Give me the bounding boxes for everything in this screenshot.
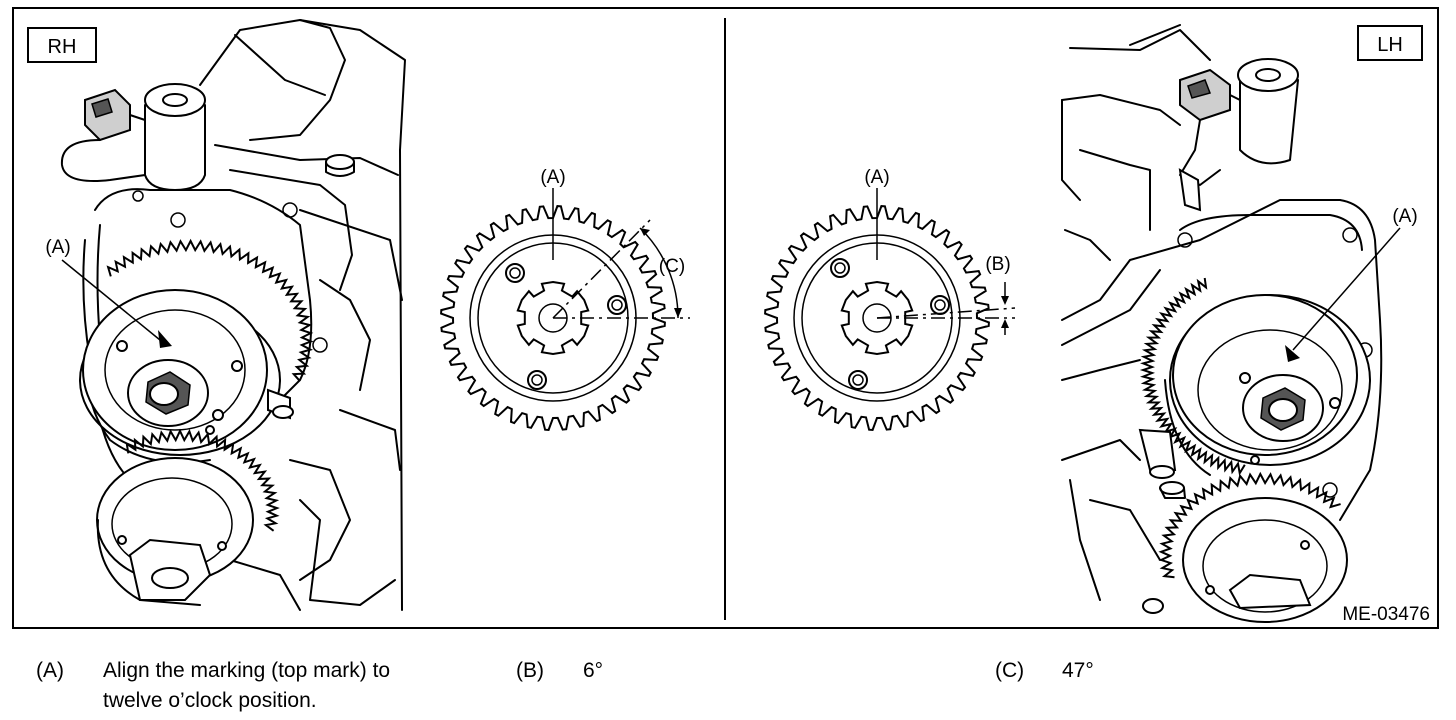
lh-diagram-callout-b: (B) <box>985 254 1010 275</box>
lh-callout-a: (A) <box>1392 206 1417 227</box>
lh-sprocket-diagram <box>764 188 1016 431</box>
rh-engine-illustration <box>60 19 406 611</box>
legend-b-key: (B) <box>516 659 544 682</box>
reference-code: ME-03476 <box>1342 604 1430 625</box>
diagram-figure: RH (A) (A) (C) <box>12 7 1439 629</box>
lh-label-box <box>1357 25 1423 61</box>
lh-engine-illustration <box>1061 24 1383 623</box>
lh-label: LH <box>1377 34 1403 56</box>
legend-b-text: 6° <box>583 659 604 682</box>
legend: (A) Align the marking (top mark) to twel… <box>0 640 1456 720</box>
rh-diagram-callout-c: (C) <box>659 256 685 277</box>
rh-label-box <box>27 27 97 63</box>
lh-callout-a-leader <box>1292 227 1401 351</box>
legend-c-text: 47° <box>1062 659 1094 682</box>
rh-callout-a: (A) <box>45 237 70 258</box>
rh-sprocket-diagram <box>440 188 690 431</box>
rh-callout-a-leader <box>61 259 161 341</box>
legend-a-text-line2: twelve o’clock position. <box>103 689 317 712</box>
legend-a-text-line1: Align the marking (top mark) to <box>103 659 391 682</box>
rh-label: RH <box>48 36 77 58</box>
rh-diagram-callout-a: (A) <box>540 167 565 188</box>
legend-c-key: (C) <box>995 659 1025 682</box>
legend-a-key: (A) <box>36 659 64 682</box>
lh-diagram-callout-a: (A) <box>864 167 889 188</box>
